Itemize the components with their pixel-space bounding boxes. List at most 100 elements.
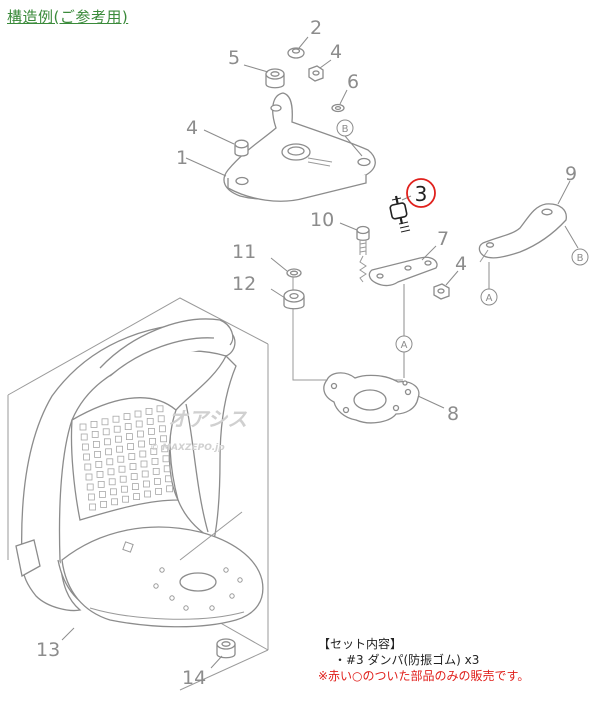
mesh-cell — [93, 440, 100, 448]
part-number-9: 9 — [565, 163, 577, 185]
watermark: オアシス © MAXZEPO.jp — [150, 407, 247, 453]
mesh-cell — [158, 425, 166, 433]
mesh-cell — [127, 443, 134, 451]
mesh-cell — [101, 418, 109, 426]
svg-text:A: A — [401, 340, 408, 351]
part-number-10: 10 — [310, 209, 334, 231]
mesh-cell — [86, 483, 94, 491]
part-14-foot — [216, 638, 236, 659]
part-number-7: 7 — [437, 228, 449, 250]
highlight-circle — [406, 178, 436, 208]
leader-lines — [61, 36, 579, 669]
part-11-spring-washer — [286, 268, 302, 278]
bolt-thread-line — [359, 255, 367, 283]
mark-a-right: A — [480, 288, 498, 306]
mesh-cell — [124, 423, 132, 431]
mesh-cell — [152, 467, 160, 475]
mesh-cell — [160, 435, 168, 443]
mesh-cell — [164, 475, 172, 483]
mesh-cell — [140, 460, 148, 468]
mesh-cell — [112, 415, 120, 423]
part-4-nut-right — [433, 283, 450, 300]
mesh-cell — [106, 458, 114, 466]
part-number-6: 6 — [347, 71, 359, 93]
mesh-cell — [88, 493, 95, 501]
mesh-cell — [107, 468, 115, 476]
part-number-12: 12 — [232, 273, 256, 295]
mesh-cell — [115, 435, 122, 443]
mesh-cell — [117, 455, 125, 463]
part-number-4-top: 4 — [330, 41, 342, 63]
part-number-4-left: 4 — [186, 117, 198, 139]
mesh-cell — [126, 433, 133, 441]
mark-b-upper: B — [336, 119, 354, 137]
mesh-cell — [99, 490, 106, 498]
part-6-washer — [331, 103, 345, 113]
part-12-nut — [283, 289, 305, 310]
svg-text:B: B — [342, 124, 349, 135]
mesh-grid — [79, 405, 174, 511]
part-1-top-plate — [223, 92, 376, 202]
mesh-cell — [162, 455, 170, 463]
part-4-nut-top — [308, 65, 324, 82]
mesh-cell — [79, 423, 87, 431]
mesh-cell — [105, 448, 112, 456]
mesh-cell — [85, 473, 93, 481]
assembly-box — [7, 270, 403, 691]
mesh-cell — [80, 433, 88, 441]
mesh-cell — [94, 450, 101, 458]
part-13-main-frame — [15, 318, 264, 628]
part-number-4-right: 4 — [455, 253, 467, 275]
part-8-mount-plate — [323, 372, 420, 424]
part-number-11: 11 — [232, 241, 256, 263]
part-number-2: 2 — [310, 17, 322, 39]
mesh-cell — [83, 453, 90, 461]
page-title: 構造例(ご参考用) — [7, 8, 129, 26]
set-contents-heading: 【セット内容】 — [318, 637, 403, 651]
mesh-cell — [142, 480, 150, 488]
mesh-cell — [166, 485, 174, 493]
mark-a-center: A — [395, 335, 413, 353]
part-number-14: 14 — [182, 667, 206, 689]
mesh-cell — [121, 485, 128, 493]
mesh-cell — [144, 490, 152, 498]
mesh-cell — [96, 470, 104, 478]
mesh-cell — [110, 488, 117, 496]
part-number-5: 5 — [228, 47, 240, 69]
mesh-cell — [113, 425, 121, 433]
mesh-cell — [104, 438, 111, 446]
mesh-cell — [122, 495, 129, 503]
mesh-cell — [134, 410, 142, 418]
set-contents-item: ・#3 ダンパ(防振ゴム) x3 — [334, 653, 480, 667]
mesh-cell — [123, 413, 131, 421]
part-9-curved-bracket — [478, 203, 567, 263]
part-5-bushing — [265, 68, 285, 89]
mesh-cell — [128, 453, 136, 461]
part-7-bracket — [368, 256, 438, 287]
mesh-cell — [136, 430, 144, 438]
mesh-cell — [102, 428, 110, 436]
mesh-cell — [111, 498, 118, 506]
part-number-8: 8 — [447, 403, 459, 425]
mesh-cell — [156, 405, 164, 413]
mesh-cell — [151, 457, 159, 465]
mesh-cell — [84, 463, 92, 471]
mesh-cell — [141, 470, 149, 478]
part-number-1: 1 — [176, 147, 188, 169]
mesh-cell — [138, 440, 146, 448]
mesh-cell — [116, 445, 123, 453]
mesh-cell — [157, 415, 165, 423]
mesh-cell — [95, 460, 103, 468]
mesh-cell — [131, 483, 139, 491]
mesh-cell — [130, 473, 138, 481]
mesh-cell — [153, 477, 161, 485]
mesh-cell — [150, 447, 158, 455]
part-number-13: 13 — [36, 639, 60, 661]
mesh-cell — [108, 478, 116, 486]
part-3-damper — [389, 195, 411, 233]
mesh-cell — [100, 500, 107, 508]
part-number-3: 3 — [415, 182, 428, 206]
set-contents-note: ※赤い○のついた部品のみの販売です。 — [318, 669, 530, 683]
watermark-brand: オアシス — [168, 407, 247, 431]
mesh-cell — [163, 465, 171, 473]
